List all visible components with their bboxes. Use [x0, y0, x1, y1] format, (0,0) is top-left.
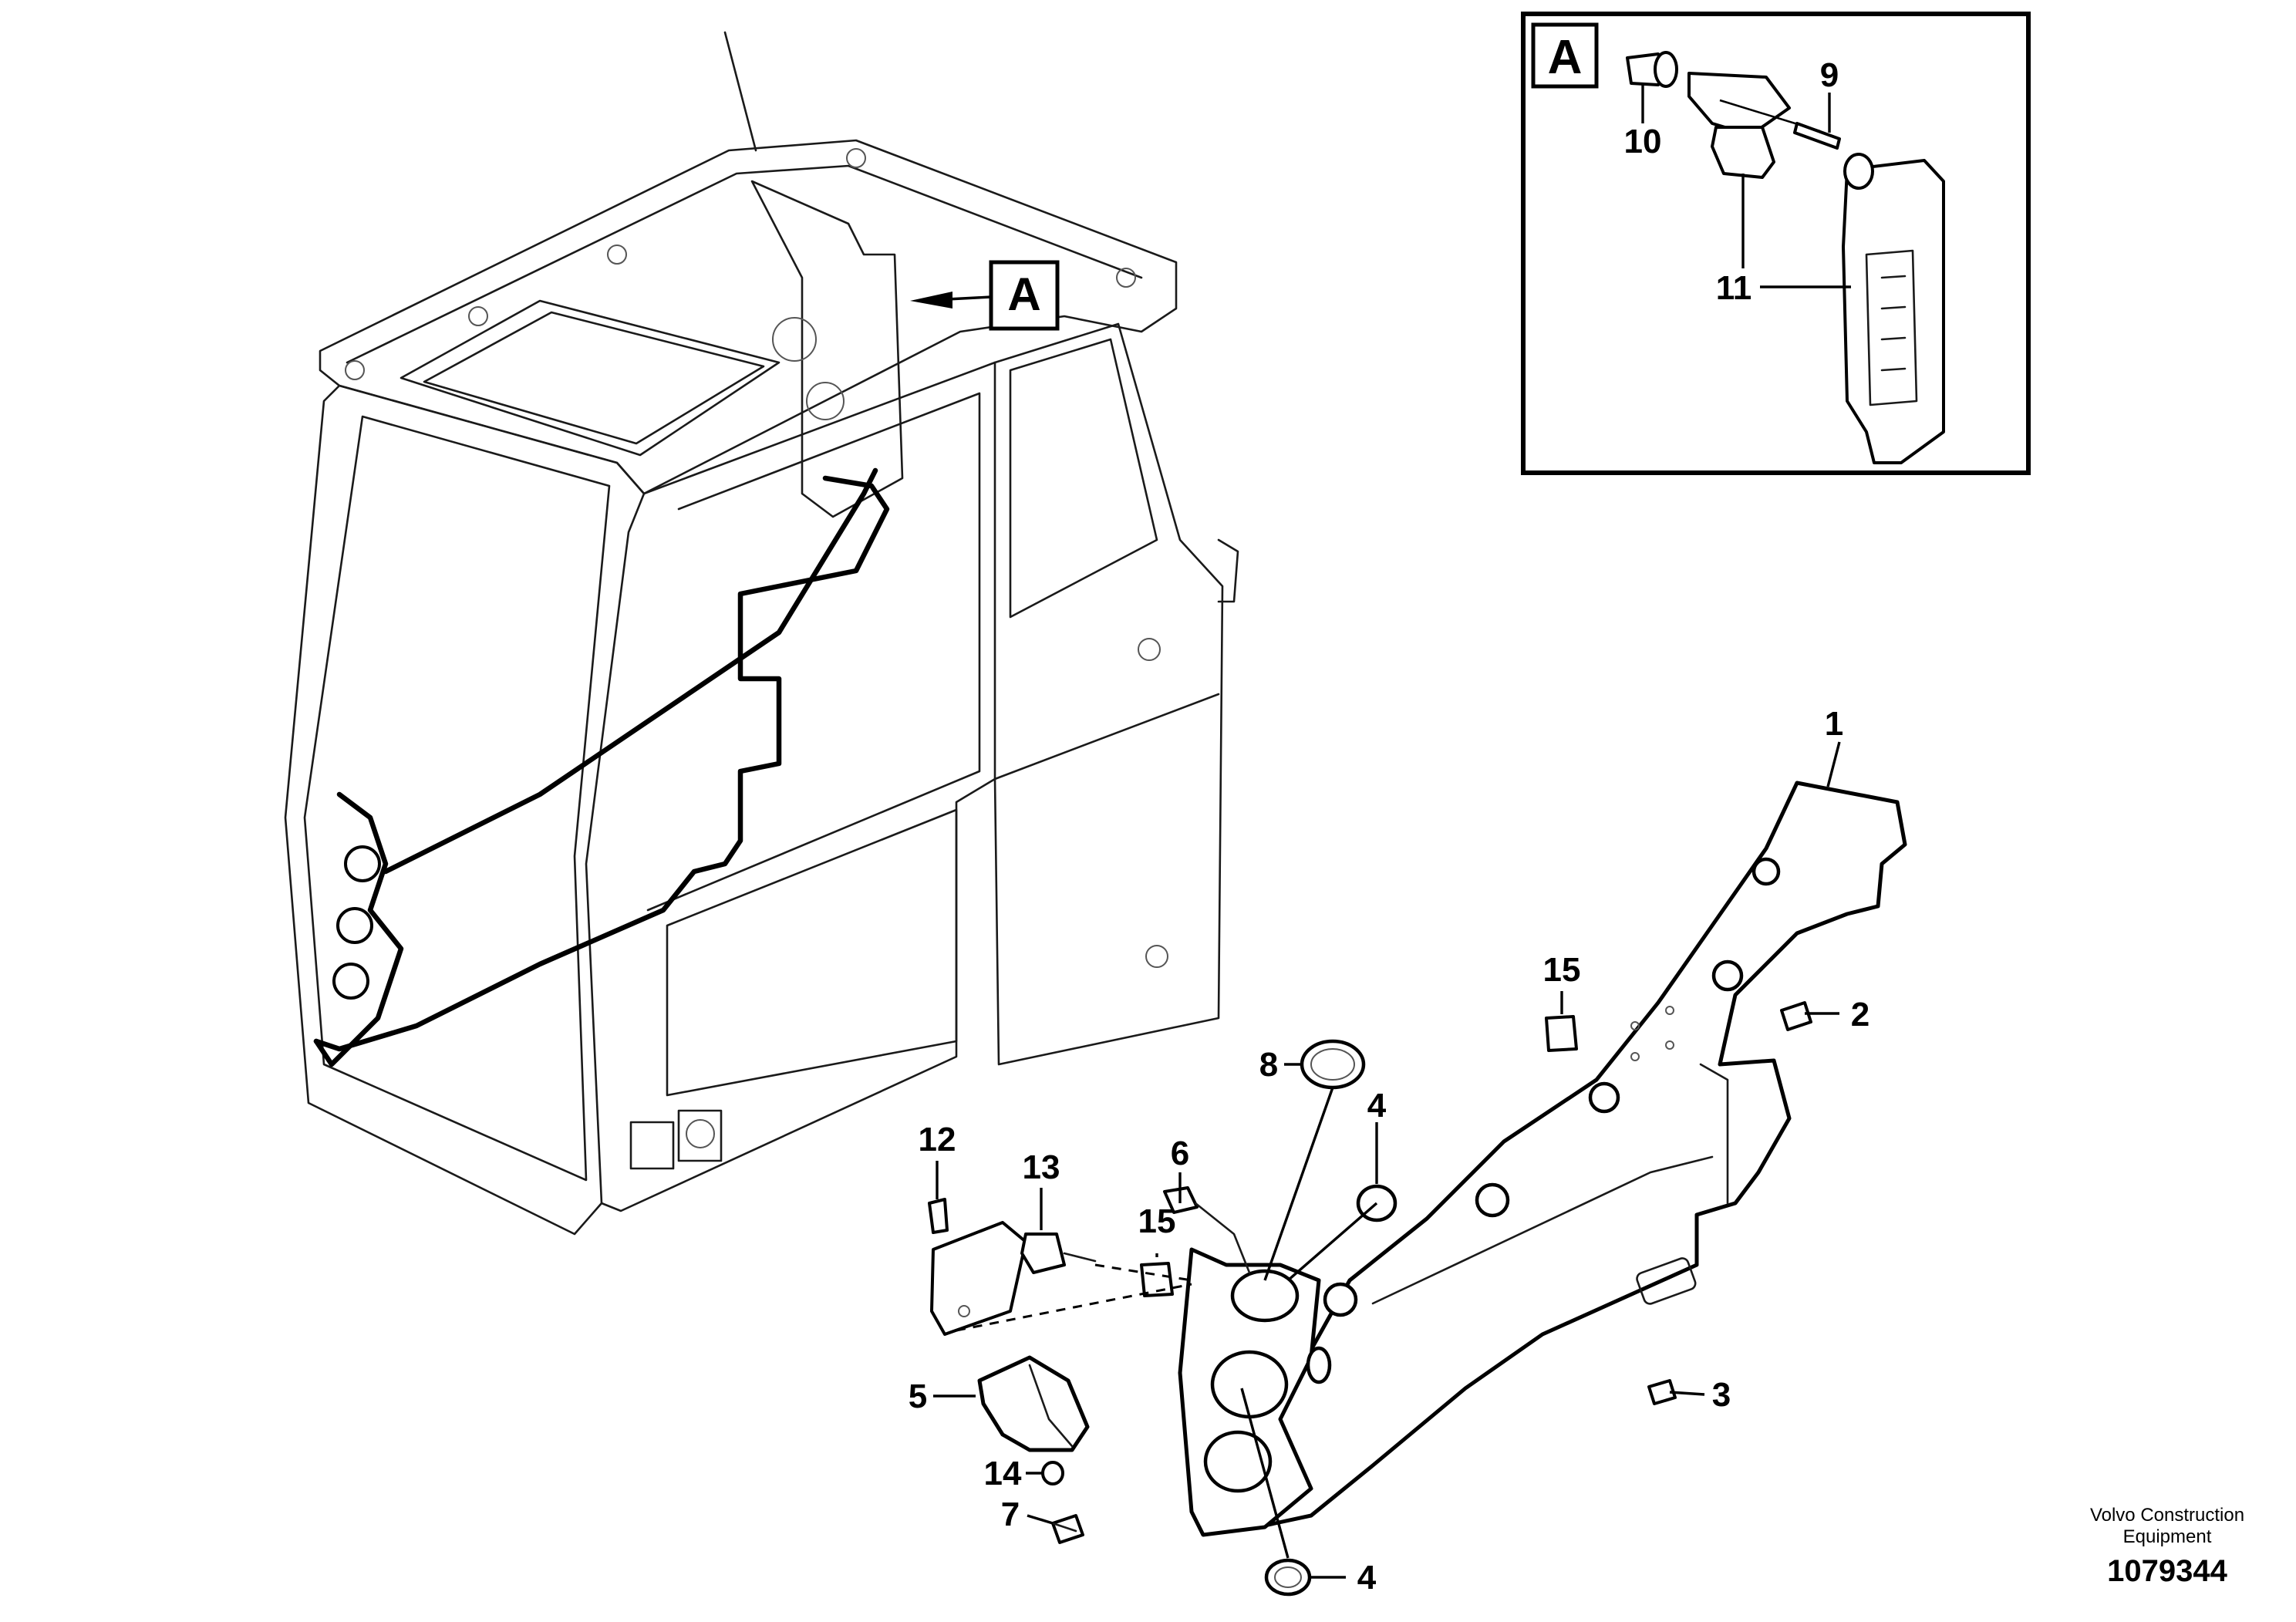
- assembly-dashed-lines: [956, 1263, 1192, 1332]
- callout-9: 9: [1820, 56, 1839, 94]
- callout-6: 6: [1171, 1135, 1189, 1172]
- cab-outline: [284, 31, 1239, 1236]
- callout-leaders: [933, 741, 1841, 1579]
- callout-7: 7: [1001, 1496, 1020, 1533]
- callout-4-lower: 4: [1357, 1559, 1377, 1597]
- publisher-line-1: Volvo Construction: [2090, 1505, 2244, 1526]
- callout-12: 12: [919, 1121, 956, 1158]
- callout-5: 5: [909, 1378, 927, 1415]
- callout-13: 13: [1023, 1148, 1060, 1186]
- drawing-number: 1079344: [2107, 1554, 2227, 1588]
- callout-11: 11: [1716, 269, 1752, 307]
- publisher-line-2: Equipment: [2123, 1526, 2212, 1547]
- callout-10: 10: [1624, 123, 1662, 160]
- callout-4-upper: 4: [1367, 1087, 1387, 1125]
- callout-14: 14: [984, 1455, 1022, 1492]
- callout-15-left: 15: [1138, 1202, 1176, 1240]
- callout-3: 3: [1712, 1376, 1731, 1414]
- detail-box-a: A: [1521, 12, 2031, 475]
- callout-2: 2: [1851, 996, 1870, 1034]
- detail-marker-label: A: [1007, 268, 1040, 320]
- publisher-block: Volvo Construction Equipment 1079344: [2090, 1505, 2244, 1588]
- callout-1: 1: [1825, 705, 1843, 743]
- detail-reference-marker: A: [910, 260, 1060, 331]
- callout-15-right: 15: [1543, 951, 1581, 989]
- side-panel-assembly: [928, 781, 1907, 1597]
- callout-labels: 1 2 3 4 4 5 6 7 8 9 10 11 12 13 14 15 15: [909, 56, 1870, 1597]
- cab-wiring-harness: [313, 467, 890, 1067]
- detail-box-label: A: [1548, 31, 1583, 84]
- callout-8: 8: [1259, 1046, 1278, 1084]
